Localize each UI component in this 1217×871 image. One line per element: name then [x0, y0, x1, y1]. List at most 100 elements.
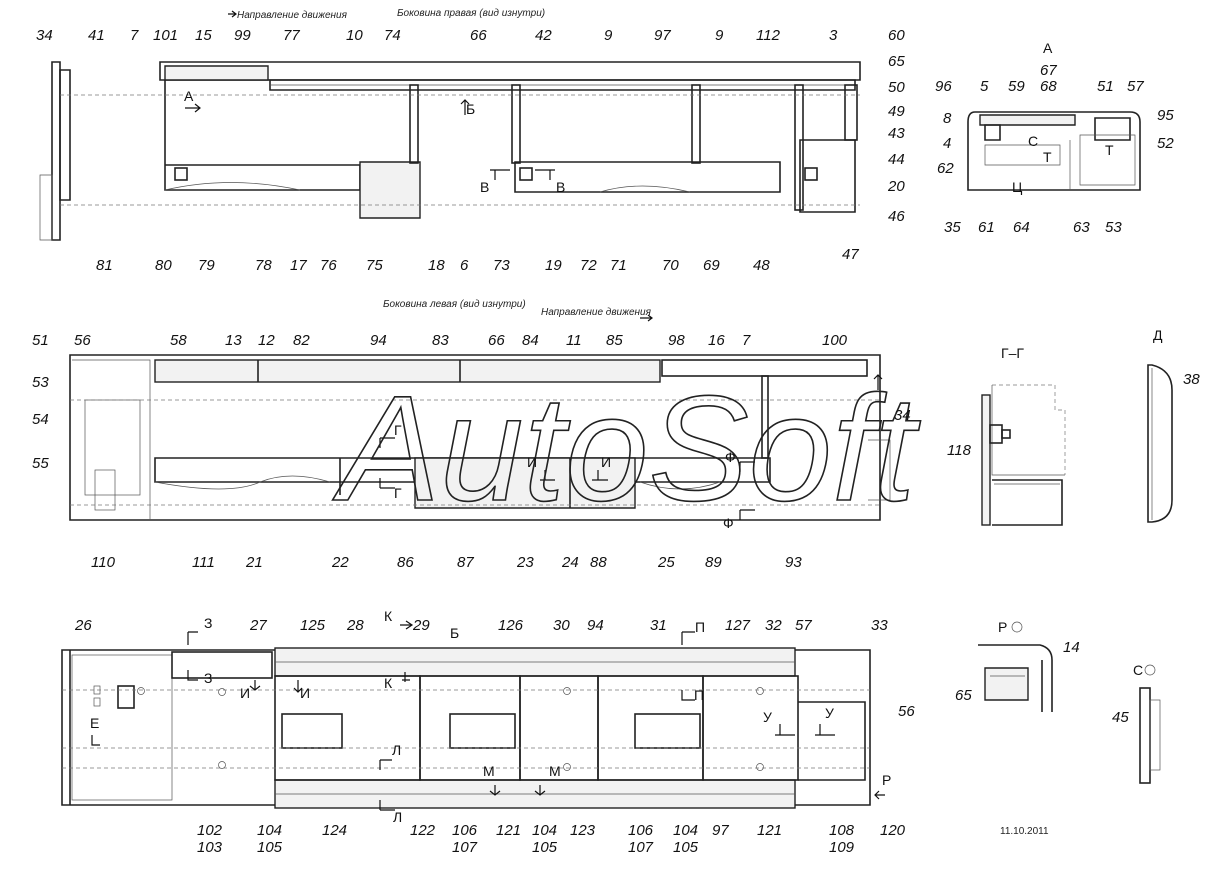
callout-labels-top-right-3: 43 — [888, 125, 905, 142]
callout-labels-bot-top-1: 27 — [249, 617, 267, 634]
callout-labels-A-10: 52 — [1157, 135, 1174, 152]
callout-labels-top-bottom-15: 48 — [753, 257, 770, 274]
callout-labels-mid-top-6: 94 — [370, 332, 387, 349]
callout-labels-mid-bottom-1: 111 — [192, 554, 215, 571]
callout-labels-top-bottom-2: 79 — [198, 257, 215, 274]
callout-labels-top-bottom-3: 78 — [255, 257, 272, 274]
section-mark-12: И — [240, 685, 250, 701]
callout-labels-bot-bottom-1-11: 121 — [757, 822, 782, 839]
callout-labels-top-bottom-11: 72 — [580, 257, 597, 274]
callout-labels-mid-left-2: 55 — [32, 455, 49, 472]
callout-labels-mid-bottom-10: 89 — [705, 554, 722, 571]
callout-labels-top-bottom-0: 81 — [96, 257, 113, 274]
callout-labels-A-2: 59 — [1008, 78, 1025, 95]
callout-labels-mid-top-14: 7 — [742, 332, 751, 349]
callout-labels-top-bottom-1: 80 — [155, 257, 172, 274]
section-mark-28: Ц — [1012, 179, 1023, 195]
section-mark-10: З — [204, 615, 212, 631]
section-mark-0: А — [184, 88, 194, 104]
view-title-b: Б — [450, 625, 459, 641]
callout-labels-top-bottom-6: 75 — [366, 257, 383, 274]
caption-direction-mid: Направление движения — [541, 307, 652, 318]
callout-labels-bot-top-3: 28 — [346, 617, 364, 634]
callout-labels-bot-right-3: 65 — [955, 687, 972, 704]
callout-labels-A-16: 53 — [1105, 219, 1122, 236]
callout-labels-A-13: 61 — [978, 219, 995, 236]
callout-labels-top-16: 60 — [888, 27, 905, 44]
callout-labels-bot-bottom-2-4: 107 — [628, 839, 654, 856]
callout-labels-bot-bottom-1-0: 102 — [197, 822, 223, 839]
callout-labels-A-11: 62 — [937, 160, 954, 177]
callout-labels-top-bottom-16: 47 — [842, 246, 859, 263]
callout-labels-top-11: 9 — [604, 27, 613, 44]
section-mark-7: И — [601, 454, 611, 470]
callout-labels-bot-bottom-2-0: 103 — [197, 839, 223, 856]
callout-labels-A-9: 4 — [943, 135, 951, 152]
callout-labels-bot-bottom-1-7: 123 — [570, 822, 596, 839]
callout-labels-bot-bottom-2-3: 105 — [532, 839, 558, 856]
caption-left-side: Боковина левая (вид изнутри) — [383, 299, 526, 310]
direction-arrow-top — [228, 10, 237, 18]
callout-labels-top-8: 74 — [384, 27, 401, 44]
watermark: AutoSoft — [332, 364, 921, 532]
callout-labels-mid-left-0: 53 — [32, 374, 49, 391]
callout-labels-mid-top-8: 66 — [488, 332, 505, 349]
callout-labels-mid-bottom-8: 88 — [590, 554, 607, 571]
callout-labels-bot-bottom-1-9: 104 — [673, 822, 698, 839]
callout-labels-bot-bottom-1-5: 121 — [496, 822, 521, 839]
callout-labels-top-bottom-5: 76 — [320, 257, 337, 274]
callout-labels-bot-bottom-1-2: 124 — [322, 822, 347, 839]
callout-labels-bot-bottom-1-6: 104 — [532, 822, 557, 839]
callout-labels-bot-top-12: 33 — [871, 617, 888, 634]
callout-labels-A-8: 8 — [943, 110, 952, 127]
callout-labels-bot-bottom-2-2: 107 — [452, 839, 478, 856]
callout-labels-bot-bottom-2-6: 109 — [829, 839, 855, 856]
section-mark-13: И — [300, 685, 310, 701]
callout-labels-mid-left-1: 54 — [32, 411, 49, 428]
callout-labels-mid-bottom-4: 86 — [397, 554, 414, 571]
callout-labels-top-bottom-14: 69 — [703, 257, 720, 274]
callout-labels-mid-bottom-7: 24 — [561, 554, 579, 571]
callout-labels-bot-bottom-2-1: 105 — [257, 839, 283, 856]
callout-labels-A-0: 96 — [935, 78, 952, 95]
callout-labels-mid-right-0: 118 — [947, 442, 972, 459]
section-mark-15: К — [384, 675, 393, 691]
callout-labels-mid-right-1: 38 — [1183, 371, 1200, 388]
detail-r — [978, 621, 1053, 712]
roof-view-b — [61, 620, 885, 811]
section-mark-14: К — [384, 608, 393, 624]
view-title-d: Д — [1153, 327, 1163, 343]
callout-labels-top-3: 101 — [153, 27, 178, 44]
callout-labels-bot-bottom-1-8: 106 — [628, 822, 654, 839]
callout-labels-mid-top-15: 100 — [822, 332, 848, 349]
callout-labels-bot-bottom-1-12: 108 — [829, 822, 855, 839]
view-a — [967, 111, 1141, 191]
callout-labels-mid-top-0: 51 — [32, 332, 49, 349]
callout-labels-A-4: 51 — [1097, 78, 1114, 95]
callout-labels-top-2: 7 — [130, 27, 139, 44]
callout-labels-bot-top-6: 30 — [553, 617, 570, 634]
callout-labels-A-1: 5 — [980, 78, 989, 95]
drawing-date: 11.10.2011 — [1000, 826, 1049, 837]
callout-labels-top-bottom-12: 71 — [610, 257, 627, 274]
section-mark-24: У — [825, 705, 834, 721]
callout-labels-mid-bottom-2: 21 — [245, 554, 263, 571]
direction-arrow-mid — [640, 314, 653, 322]
callout-labels-A-5: 57 — [1127, 78, 1144, 95]
section-mark-29: Р — [882, 772, 891, 788]
callout-labels-top-bottom-8: 6 — [460, 257, 469, 274]
callout-labels-A-14: 64 — [1013, 219, 1030, 236]
callout-labels-top-0: 34 — [36, 27, 53, 44]
callout-labels-top-bottom-10: 19 — [545, 257, 562, 274]
callout-labels-top-9: 66 — [470, 27, 487, 44]
view-title-g-g: Г–Г — [1001, 345, 1024, 361]
callout-labels-top-right-0: 65 — [888, 53, 905, 70]
callout-labels-A-7: 95 — [1157, 107, 1174, 124]
callout-labels-mid-top-1: 56 — [74, 332, 91, 349]
callout-labels-bot-right-2: 14 — [1063, 639, 1080, 656]
callout-labels-top-right-4: 44 — [888, 151, 905, 168]
callout-labels-bot-top-7: 94 — [587, 617, 604, 634]
